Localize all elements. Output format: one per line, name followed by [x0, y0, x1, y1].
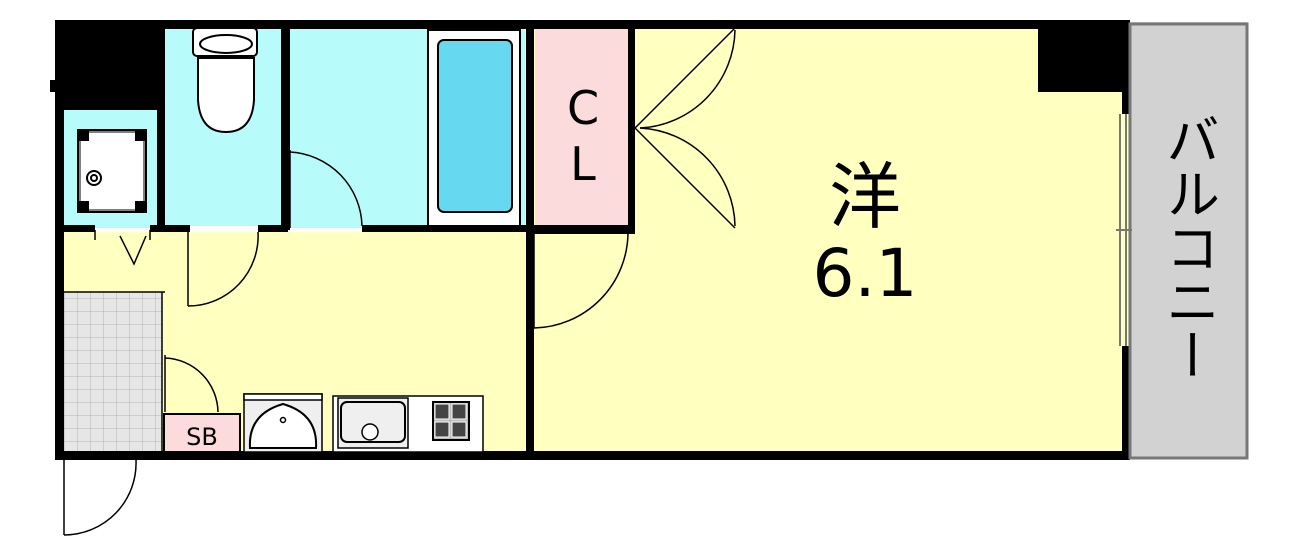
- western-room-label: 洋: [829, 155, 901, 239]
- bathtub-icon: [427, 29, 521, 227]
- gas-stove-icon: [432, 401, 470, 441]
- refrigerator-space-icon: [94, 230, 151, 266]
- toilet-icon: [192, 27, 258, 134]
- washing-machine-icon: [77, 129, 147, 213]
- balcony-outline: [1128, 22, 1249, 460]
- shoe-box-label: SB: [186, 423, 218, 451]
- closet-label-c: C: [567, 81, 599, 135]
- balcony-label: バルコニー: [1157, 112, 1220, 382]
- balcony-window: [1116, 114, 1132, 346]
- closet-floor: [535, 28, 630, 228]
- closet-label-l: L: [570, 137, 596, 191]
- balcony-floor: [1130, 22, 1247, 458]
- entrance-floor: [62, 292, 162, 452]
- doors: [63, 27, 736, 536]
- washbasin-icon: [243, 393, 323, 453]
- walls: [50, 20, 1130, 460]
- western-room-size: 6.1: [813, 235, 918, 312]
- shoe-box: SB: [163, 413, 241, 453]
